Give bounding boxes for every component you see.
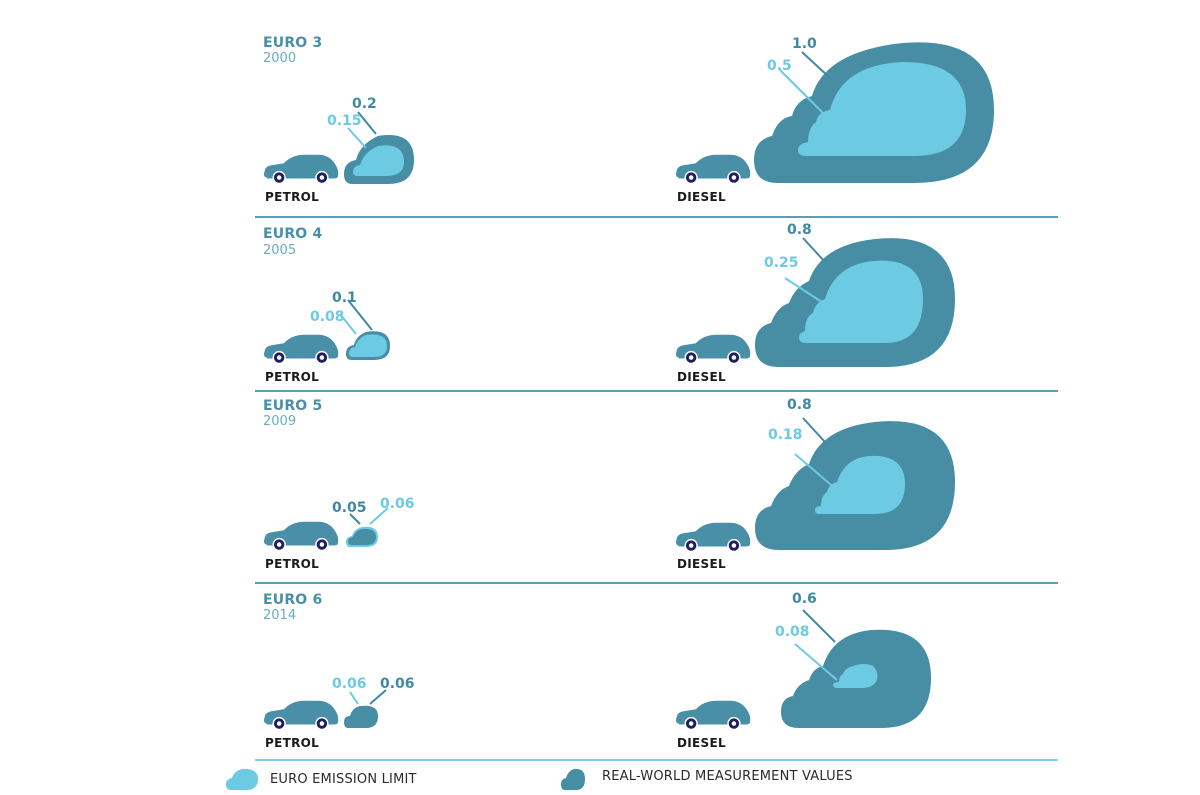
petrol-limit-value: 0.08 bbox=[310, 309, 345, 325]
section-year: 2014 bbox=[263, 608, 297, 623]
diesel-real-value: 1.0 bbox=[792, 36, 817, 52]
leader-lines bbox=[794, 609, 838, 681]
diesel-cloud-icon bbox=[781, 629, 931, 728]
leader-lines bbox=[339, 299, 373, 335]
petrol-car-icon bbox=[263, 332, 339, 366]
diesel-cloud-icon bbox=[755, 238, 955, 367]
legend-real-label: REAL-WORLD MEASUREMENT VALUES bbox=[602, 769, 853, 784]
diesel-real-value: 0.6 bbox=[792, 591, 817, 607]
euro-limit-cloud-icon bbox=[226, 768, 258, 790]
leader-lines bbox=[349, 689, 387, 705]
real-world-cloud-icon bbox=[561, 768, 585, 790]
section-title: EURO 6 bbox=[263, 592, 323, 608]
petrol-limit-value: 0.06 bbox=[332, 676, 367, 692]
petrol-cloud-icon bbox=[346, 526, 378, 547]
diesel-limit-value: 0.5 bbox=[767, 58, 792, 74]
divider bbox=[255, 759, 1058, 761]
divider bbox=[255, 582, 1058, 584]
diesel-car-icon bbox=[675, 152, 751, 186]
diesel-cloud-icon bbox=[754, 42, 994, 184]
petrol-label: PETROL bbox=[265, 557, 320, 571]
petrol-car-icon bbox=[263, 152, 339, 186]
petrol-real-value: 0.1 bbox=[332, 290, 357, 306]
petrol-real-value: 0.06 bbox=[380, 676, 415, 692]
leader-lines bbox=[347, 111, 377, 149]
divider bbox=[255, 390, 1058, 392]
section-year: 2009 bbox=[263, 414, 297, 429]
diesel-car-icon bbox=[675, 520, 751, 554]
diesel-real-value: 0.8 bbox=[787, 222, 812, 238]
petrol-limit-value: 0.06 bbox=[380, 496, 415, 512]
diesel-car-icon bbox=[675, 332, 751, 366]
leader-lines bbox=[794, 417, 838, 491]
section-title: EURO 4 bbox=[263, 226, 323, 242]
diesel-label: DIESEL bbox=[677, 557, 726, 571]
diesel-car-icon bbox=[675, 698, 751, 732]
diesel-label: DIESEL bbox=[677, 370, 726, 384]
petrol-cloud-icon bbox=[344, 705, 378, 728]
petrol-car-icon bbox=[263, 698, 339, 732]
diesel-cloud-icon bbox=[755, 421, 955, 550]
diesel-real-value: 0.8 bbox=[787, 397, 812, 413]
petrol-real-value: 0.2 bbox=[352, 96, 377, 112]
petrol-label: PETROL bbox=[265, 370, 320, 384]
diesel-limit-value: 0.25 bbox=[764, 255, 799, 271]
diesel-label: DIESEL bbox=[677, 190, 726, 204]
petrol-cloud-icon bbox=[344, 135, 414, 184]
petrol-car-icon bbox=[263, 519, 339, 553]
petrol-cloud-icon bbox=[346, 331, 390, 360]
leader-lines bbox=[779, 51, 833, 123]
section-title: EURO 5 bbox=[263, 398, 323, 414]
diesel-limit-value: 0.18 bbox=[768, 427, 803, 443]
divider bbox=[255, 216, 1058, 218]
leader-lines bbox=[349, 507, 389, 525]
leader-lines bbox=[784, 237, 832, 309]
legend-limit-label: EURO EMISSION LIMIT bbox=[270, 772, 417, 787]
diesel-label: DIESEL bbox=[677, 736, 726, 750]
petrol-label: PETROL bbox=[265, 736, 320, 750]
section-year: 2000 bbox=[263, 51, 297, 66]
petrol-label: PETROL bbox=[265, 190, 320, 204]
petrol-limit-value: 0.15 bbox=[327, 113, 362, 129]
section-year: 2005 bbox=[263, 243, 297, 258]
section-title: EURO 3 bbox=[263, 35, 323, 51]
petrol-real-value: 0.05 bbox=[332, 500, 367, 516]
diesel-limit-value: 0.08 bbox=[775, 624, 810, 640]
